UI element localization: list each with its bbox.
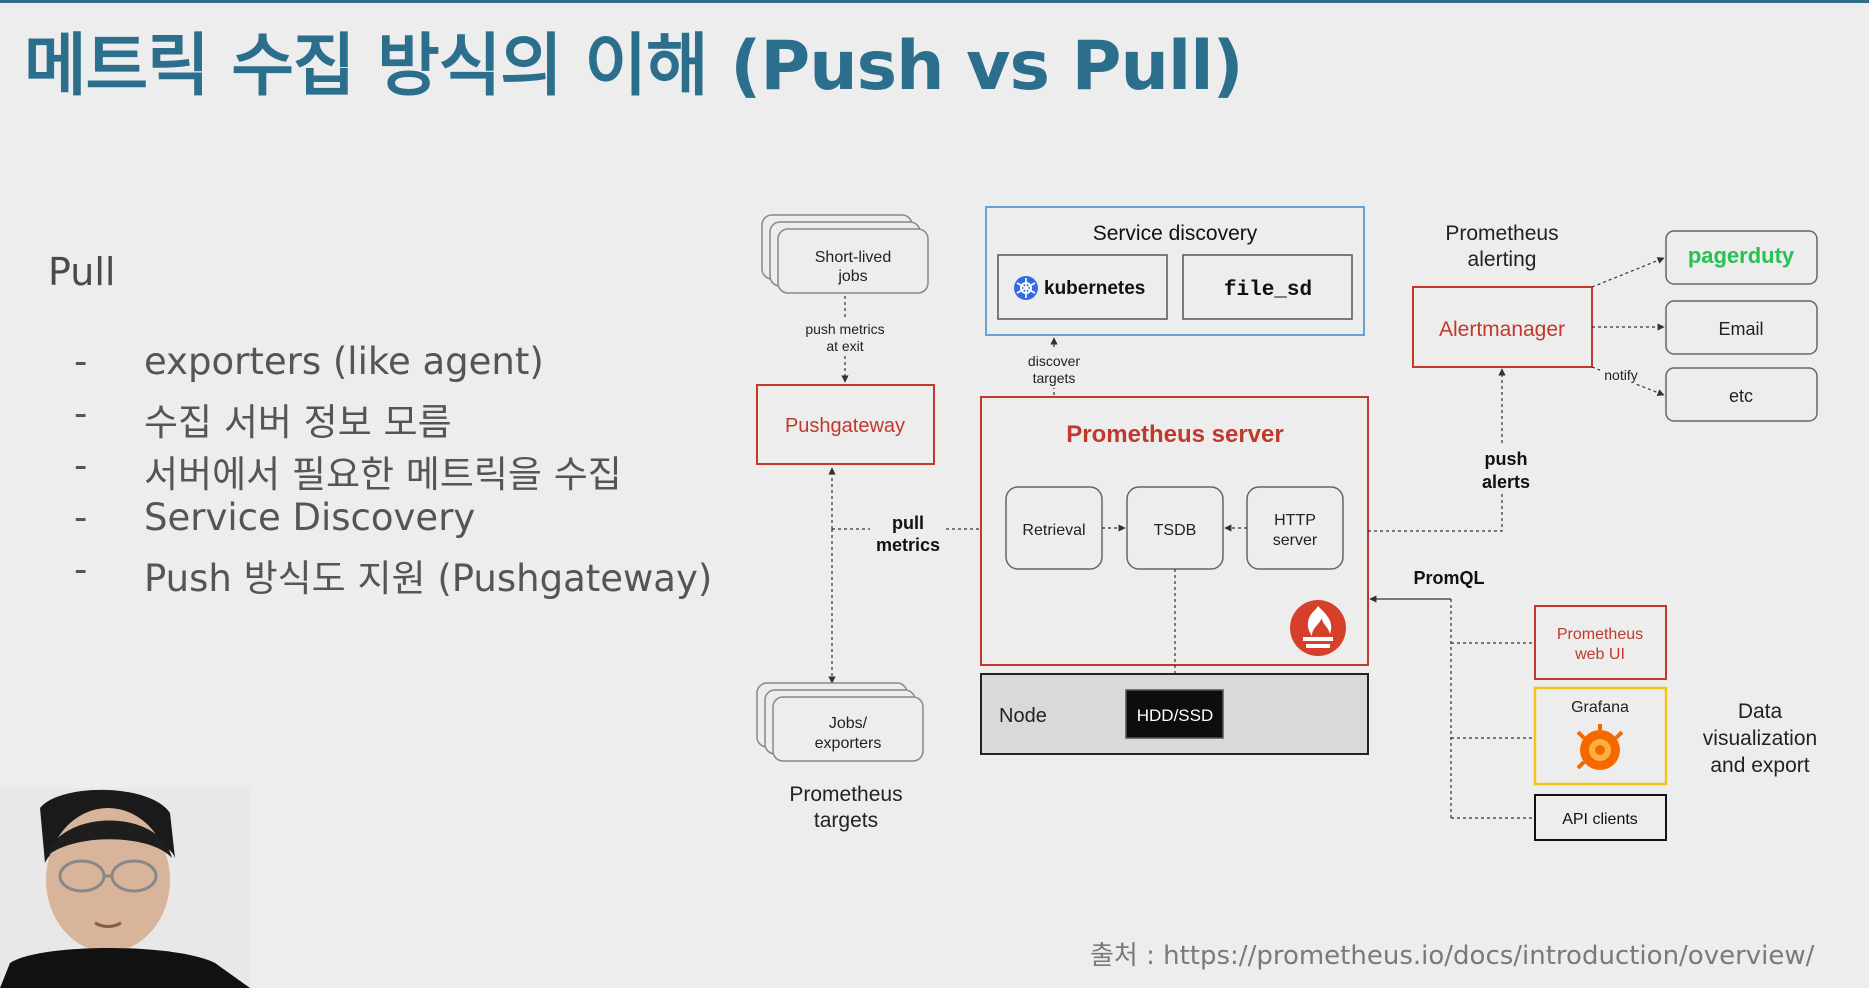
retrieval-label: Retrieval [1022,522,1085,539]
prometheus-web-ui-box [1534,605,1667,680]
pagerduty-label: pagerduty [1688,243,1795,268]
etc-label: etc [1729,386,1753,406]
notify-pagerduty-arrow [1591,257,1665,288]
node-label: Node [999,705,1047,727]
bullet-text: 수집 서버 정보 모름 [144,401,452,444]
push-alerts-line [1368,368,1506,532]
prometheus-alerting-label: Prometheus [1445,222,1558,245]
bullet-text: exporters (like agent) [144,340,544,383]
prometheus-targets-label: Prometheus [789,783,902,806]
hdd-ssd-label: HDD/SSD [1137,706,1214,725]
grafana-icon [1576,724,1624,770]
email-label: Email [1718,319,1763,339]
presenter-figure [0,788,250,988]
short-lived-jobs-stack: Short-lived jobs [761,214,929,294]
kubernetes-icon [1014,276,1038,300]
data-visualization-label: visualization [1703,727,1817,750]
jobs-exporters-label: exporters [815,735,882,752]
email-box [1665,300,1818,355]
label-backdrop [1600,364,1640,384]
jobs-exporters-stack: Jobs/ exporters [756,682,924,762]
api-clients-box [1534,794,1667,841]
http-server-label: server [1273,532,1318,549]
hdd-ssd-box [1125,689,1224,739]
pull-metrics-label: pull [892,513,924,533]
presenter-video [0,788,250,988]
service-discovery-label: Service discovery [1093,222,1258,245]
promql-label: PromQL [1413,568,1484,588]
push-alerts-label: push [1485,449,1528,469]
bullet-text: Service Discovery [144,496,476,539]
data-visualization-label: and export [1710,754,1809,777]
label-backdrop [800,318,890,354]
prometheus-web-ui-label: Prometheus [1557,626,1643,643]
prometheus-targets-label: targets [814,809,878,832]
notify-label: notify [1604,367,1637,383]
tsdb-label: TSDB [1154,522,1197,539]
file-sd-box [1182,254,1353,320]
short-lived-jobs-label: Short-lived [815,249,891,266]
pull-metrics-label: metrics [876,535,940,555]
kubernetes-label: kubernetes [1044,278,1145,299]
bullet-text: Push 방식도 지원 (Pushgateway) [144,557,713,600]
alertmanager-label: Alertmanager [1439,318,1565,341]
pushgateway-label: Pushgateway [785,415,905,437]
bullet-text: 서버에서 필요한 메트릭을 수집 [144,453,622,496]
file-sd-label: file_sd [1224,279,1312,302]
label-backdrop [1470,444,1538,494]
prometheus-alerting-label: alerting [1468,248,1537,271]
prometheus-server-label: Prometheus server [1066,421,1283,448]
slide-title: 메트릭 수집 방식의 이해 (Push vs Pull) [24,27,1244,106]
etc-box [1665,367,1818,422]
pull-heading: Pull [48,250,116,294]
bullet-dash: - [74,444,88,487]
data-visualization-label: Data [1738,700,1783,723]
api-clients-label: API clients [1562,811,1638,828]
jobs-exporters-label: Jobs/ [829,715,868,732]
source-citation: 출처 : https://prometheus.io/docs/introduc… [1090,941,1815,971]
bullet-dash: - [74,548,88,591]
bullet-dash: - [74,496,88,539]
push-metrics-label: at exit [826,338,863,354]
label-backdrop [870,508,946,558]
short-lived-jobs-label: jobs [837,268,867,285]
top-accent-line [0,0,1869,3]
prometheus-flame-icon [1290,600,1346,656]
discover-targets-label: targets [1033,370,1076,386]
http-server-label: HTTP [1274,512,1316,529]
push-alerts-label: alerts [1482,472,1530,492]
pushgateway-box [756,384,935,465]
bullet-dash: - [74,340,88,383]
grafana-label: Grafana [1571,699,1629,716]
pagerduty-box [1665,230,1818,285]
label-backdrop [1020,350,1088,388]
discover-targets-label: discover [1028,353,1080,369]
push-metrics-label: push metrics [805,321,884,337]
prometheus-web-ui-label: web UI [1574,646,1625,663]
bullet-dash: - [74,392,88,435]
